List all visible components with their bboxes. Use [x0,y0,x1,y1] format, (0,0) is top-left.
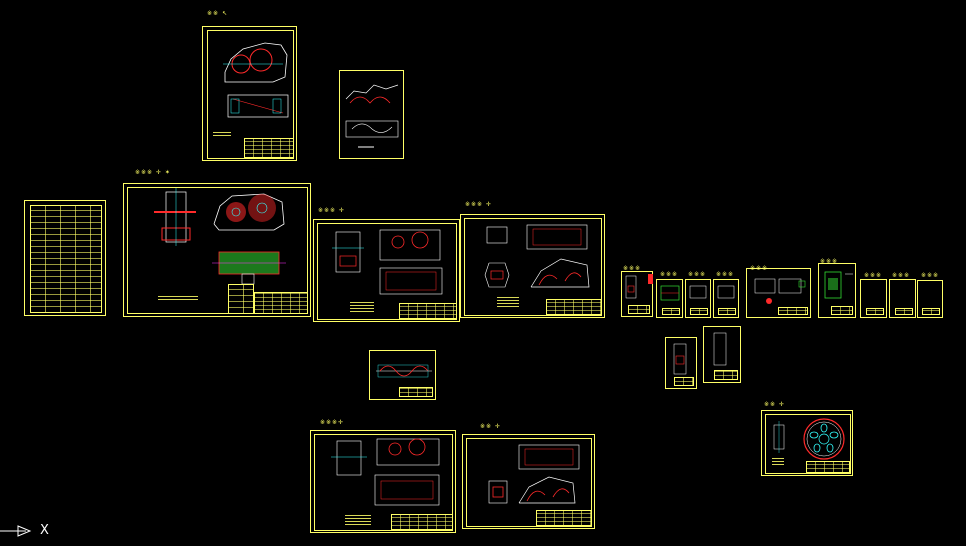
lower-housing-view-graphic [484,224,590,288]
drawing-sheet-lower-housing[interactable] [460,214,605,318]
title-block [546,299,602,315]
title-block [536,510,592,526]
ucs-axis-label: X [40,523,49,538]
sheet-label: ※※※ [660,271,679,278]
sheet-label: ※※※ [688,271,707,278]
ucs-arrow-icon [0,525,32,537]
drawing-sheet-assembly[interactable] [123,183,311,317]
housing-view-graphic [223,42,289,118]
title-block [391,514,453,530]
drawing-sheet-small-7[interactable] [860,279,887,318]
title-block [254,292,308,314]
drawing-sheet-small-6[interactable] [818,263,856,318]
sheet-label: ※※※ ✛ ✶ [135,169,171,176]
drawing-sheet-parts-list[interactable] [24,200,106,316]
title-block [244,138,294,158]
drawing-sheet-gear-wheel[interactable] [761,410,853,476]
sheet-label: ※※※ [623,265,642,272]
sheet-label: ※※※ [892,272,911,279]
sheet-label: ※※※ [716,271,735,278]
drawing-sheet-small-1[interactable] [621,271,653,317]
sheet-label: ※※※ ✛ [318,207,346,214]
drawing-sheet-base[interactable] [313,219,460,322]
assembly-view-graphic [154,188,286,285]
drawing-sheet-small-2[interactable] [656,279,683,318]
drawing-sheet-cover[interactable] [339,70,404,159]
title-block [399,303,457,319]
sheet-label: ※※ ↖ [207,10,228,17]
drawing-sheet-small-5[interactable] [746,268,811,318]
drawing-sheet-small-11[interactable] [703,326,741,383]
cover-view-graphic [345,84,399,148]
gear-wheel-graphic [773,418,845,460]
drawing-sheet-shaft[interactable] [369,350,436,400]
drawing-sheet-small-10[interactable] [665,337,697,389]
drawing-sheet-small-3[interactable] [685,279,711,318]
drawing-sheet-housing-top[interactable] [202,26,297,161]
sheet-label: ※※※ [820,258,839,265]
sheet-label: ※※※ ✛ [465,201,493,208]
sheet-label: ※※※✛ [320,419,345,426]
drawing-sheet-cover-bottom[interactable] [462,434,595,529]
drawing-sheet-small-4[interactable] [713,279,739,318]
drawing-sheet-small-9[interactable] [917,280,943,318]
sheet-label: ※※ ✛ [480,423,501,430]
sheet-label: ※※ ✛ [764,401,785,408]
base-view-graphic [332,229,443,295]
sheet-label: ※※※ [864,272,883,279]
drawing-sheet-small-8[interactable] [889,279,916,318]
title-block [806,461,850,473]
parts-table [30,205,102,313]
drawing-sheet-housing-bottom[interactable] [310,430,456,533]
sheet-label: ※※※ [921,272,940,279]
